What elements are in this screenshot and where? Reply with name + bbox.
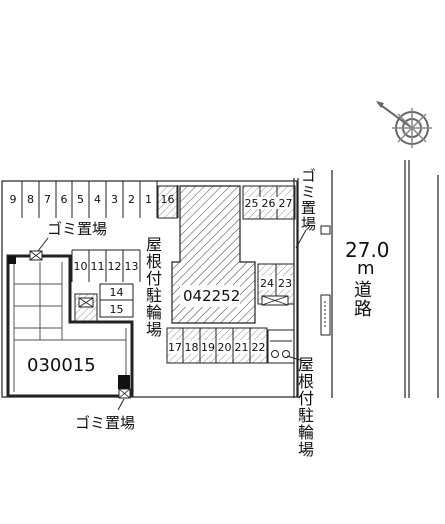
parking-slot: 19 bbox=[201, 341, 215, 354]
parking-slot-25: 25 bbox=[244, 197, 259, 210]
parking-slot-24: 24 bbox=[260, 277, 274, 290]
parking-slot: 22 bbox=[251, 341, 266, 354]
building-030015-corner bbox=[8, 256, 16, 264]
parking-slot-14: 14 bbox=[109, 286, 124, 299]
parking-slot: 18 bbox=[184, 341, 199, 354]
parking-slot: 17 bbox=[168, 341, 182, 354]
road-name-label: 道路 bbox=[351, 280, 372, 318]
building-030015-grid bbox=[13, 262, 127, 392]
top-parking-row bbox=[21, 181, 179, 218]
parking-slot-15: 15 bbox=[109, 303, 124, 316]
parking-slot: 4 bbox=[94, 193, 101, 206]
road bbox=[293, 160, 439, 398]
building-030015-label: 030015 bbox=[27, 355, 96, 376]
parking-slot: 21 bbox=[234, 341, 249, 354]
parking-slot: 12 bbox=[107, 260, 122, 273]
middle-parking-row bbox=[71, 249, 141, 282]
garbage-label-bottom: ゴミ置場 bbox=[75, 414, 136, 432]
garbage-right-box bbox=[267, 329, 295, 364]
parking-slot: 9 bbox=[9, 193, 17, 206]
bike-parking-label-right: 屋根付駐輪場 bbox=[295, 356, 314, 458]
parking-slot: 13 bbox=[124, 260, 139, 273]
building-042252-label: 042252 bbox=[183, 287, 241, 305]
building-042252-label-bg bbox=[180, 285, 240, 307]
parking-slot: 5 bbox=[77, 193, 84, 206]
bike-parking-label-left: 屋根付駐輪場 bbox=[143, 236, 162, 338]
building-030015-outline bbox=[6, 254, 134, 398]
site-boundary bbox=[1, 180, 298, 398]
parking-slot-27: 27 bbox=[278, 197, 293, 210]
parking-slot: 7 bbox=[44, 193, 51, 206]
parking-slot-23: 23 bbox=[278, 277, 292, 290]
garbage-label-top: ゴミ置場 bbox=[47, 220, 108, 238]
parking-slot: 1 bbox=[145, 193, 152, 206]
slot-16-hatch bbox=[157, 185, 178, 219]
road-width-label: 27.0 bbox=[345, 238, 390, 262]
parking-slot: 8 bbox=[27, 193, 34, 206]
parking-slot: 6 bbox=[60, 193, 68, 206]
compass-rose-icon bbox=[376, 101, 432, 148]
slots-14-15 bbox=[99, 283, 134, 318]
parking-slot-26: 26 bbox=[261, 197, 276, 210]
parking-slot: 20 bbox=[217, 341, 232, 354]
parking-slot: 2 bbox=[128, 193, 135, 206]
parking-slot: 11 bbox=[90, 260, 105, 273]
garbage-label-right: ゴミ置場 bbox=[299, 168, 317, 232]
parking-slot: 3 bbox=[111, 193, 118, 206]
parking-slot: 16 bbox=[160, 193, 175, 206]
parking-slot: 10 bbox=[73, 260, 88, 273]
gate-upper bbox=[320, 225, 331, 235]
road-unit-label: m bbox=[357, 258, 375, 279]
